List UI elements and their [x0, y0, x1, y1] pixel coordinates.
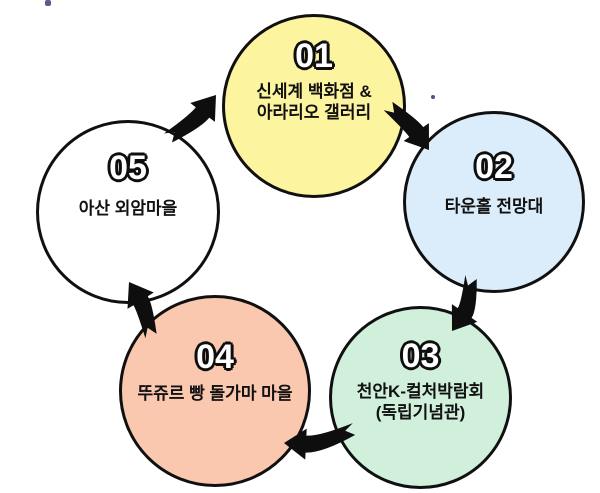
step-label-02: 타운홀 전망대: [444, 197, 544, 216]
step-number-03: 03: [401, 337, 440, 375]
step-circle-03: 03 천안K-컬처박람회 (독립기념관): [329, 306, 512, 489]
step-number-05: 05: [109, 149, 147, 187]
step-number-04: 04: [196, 338, 234, 376]
step-circle-04: 04 뚜쥬르 빵 돌가마 마을: [119, 295, 311, 487]
step-label-04: 뚜쥬르 빵 돌가마 마을: [137, 384, 293, 403]
stray-dot: [431, 95, 435, 99]
step-number-02: 02: [475, 148, 513, 186]
step-circle-02: 02 타운홀 전망대: [403, 111, 585, 293]
artifact-dot-top-left: [45, 0, 51, 6]
step-circle-05: 05 아산 외암마을: [36, 120, 220, 304]
step-circle-01: 01 신세계 백화점 & 아라리오 갤러리: [222, 14, 406, 198]
step-label-03: 천안K-컬처박람회 (독립기념관): [356, 382, 485, 422]
step-number-01: 01: [295, 37, 333, 75]
step-label-01: 신세계 백화점 & 아라리오 갤러리: [256, 82, 372, 122]
step-label-05: 아산 외암마을: [78, 199, 178, 218]
